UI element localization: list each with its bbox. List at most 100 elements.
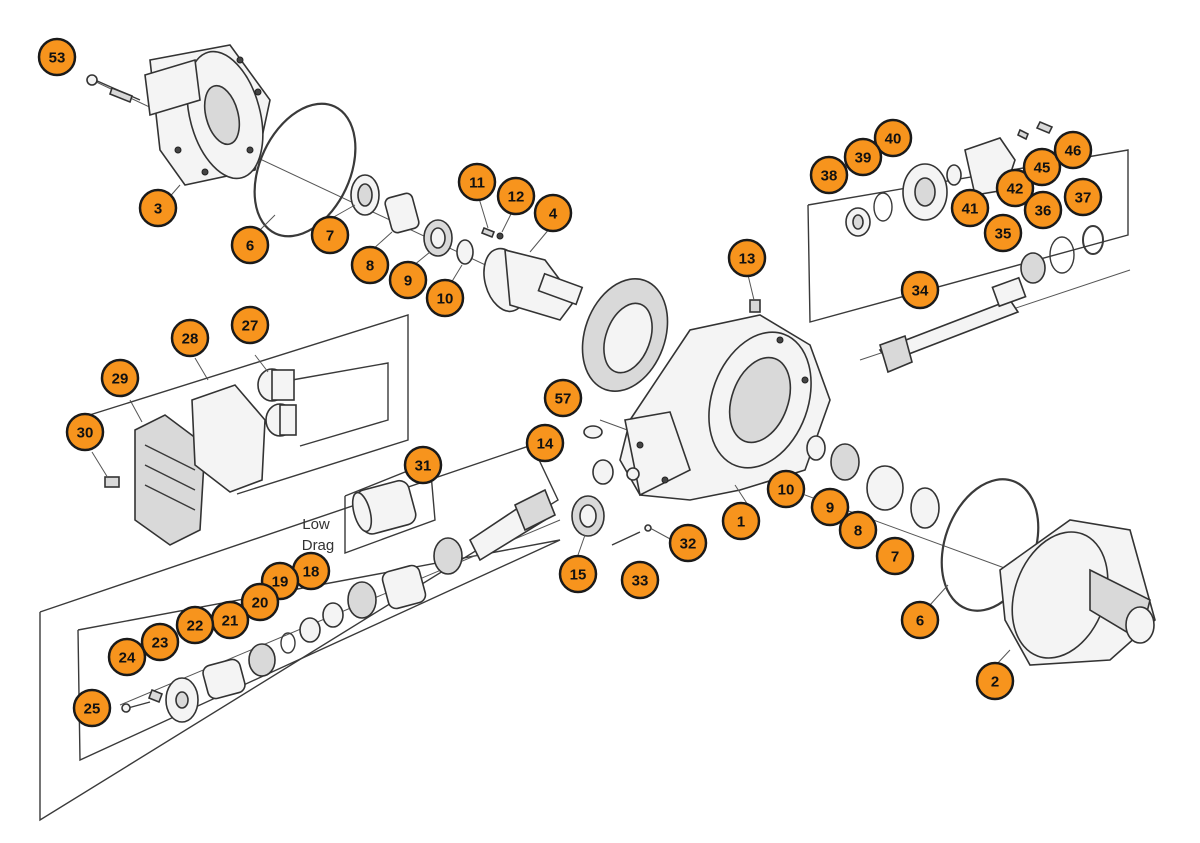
callout-number: 1 xyxy=(737,514,745,531)
callout-circle xyxy=(543,378,583,418)
callout-circle xyxy=(138,188,178,228)
callout-circle xyxy=(843,137,883,177)
callout-24: 24 xyxy=(107,637,147,677)
callout-41: 41 xyxy=(950,188,990,228)
callout-circle xyxy=(496,176,536,216)
callout-number: 41 xyxy=(962,201,979,218)
axle-housing xyxy=(619,299,831,501)
callout-number: 9 xyxy=(404,273,412,290)
callout-circle xyxy=(668,523,708,563)
axle-shaft xyxy=(878,225,1104,374)
callout-circle xyxy=(230,305,270,345)
lower-bearing-set xyxy=(121,617,321,723)
callout-18: 18 xyxy=(291,551,331,591)
callout-circle xyxy=(240,582,280,622)
callout-22: 22 xyxy=(175,605,215,645)
callout-33: 33 xyxy=(620,560,660,600)
callout-6: 6 xyxy=(900,600,940,640)
callout-14: 14 xyxy=(525,423,565,463)
callout-circle xyxy=(525,423,565,463)
callout-circle xyxy=(175,605,215,645)
callout-42: 42 xyxy=(995,168,1035,208)
callout-8: 8 xyxy=(350,245,390,285)
callout-number: 14 xyxy=(537,436,554,453)
callout-37: 37 xyxy=(1063,177,1103,217)
leader-lines xyxy=(91,184,1011,666)
callout-11: 11 xyxy=(457,162,497,202)
callout-45: 45 xyxy=(1022,147,1062,187)
callout-number: 21 xyxy=(222,613,239,630)
callout-circle xyxy=(170,318,210,358)
callout-number: 42 xyxy=(1007,181,1024,198)
carrier-cover-right xyxy=(999,519,1156,666)
callout-circle xyxy=(37,37,77,77)
callout-30: 30 xyxy=(65,412,105,452)
callout-3: 3 xyxy=(138,188,178,228)
callout-number: 3 xyxy=(154,201,162,218)
callout-31: 31 xyxy=(403,445,443,485)
callout-circle xyxy=(900,270,940,310)
callout-6: 6 xyxy=(230,225,270,265)
callout-number: 33 xyxy=(632,573,649,590)
callout-number: 19 xyxy=(272,574,289,591)
callout-circle xyxy=(72,688,112,728)
callout-number: 57 xyxy=(555,391,572,408)
callout-15: 15 xyxy=(558,554,598,594)
callout-number: 4 xyxy=(549,206,558,223)
callout-number: 6 xyxy=(916,613,924,630)
callout-number: 12 xyxy=(508,189,525,206)
pinion-shaft xyxy=(322,488,557,628)
callout-number: 53 xyxy=(49,50,66,67)
callout-number: 28 xyxy=(182,331,199,348)
callout-number: 22 xyxy=(187,618,204,635)
callout-number: 34 xyxy=(912,283,929,300)
callout-circle xyxy=(873,118,913,158)
callout-number: 25 xyxy=(84,701,101,718)
o-ring-upper xyxy=(253,102,357,238)
bearing-set-upper xyxy=(350,174,474,265)
callout-circle xyxy=(620,560,660,600)
sleeve-low-drag xyxy=(351,479,417,535)
callout-number: 32 xyxy=(680,536,697,553)
callout-circle xyxy=(558,554,598,594)
callout-circle xyxy=(310,215,350,255)
callout-circle xyxy=(403,445,443,485)
callout-circle xyxy=(766,469,806,509)
callout-number: 9 xyxy=(826,500,834,517)
callout-39: 39 xyxy=(843,137,883,177)
callout-number: 10 xyxy=(778,482,795,499)
callout-number: 40 xyxy=(885,131,902,148)
callout-9: 9 xyxy=(388,260,428,300)
callout-number: 37 xyxy=(1075,190,1092,207)
callout-number: 23 xyxy=(152,635,169,652)
callout-28: 28 xyxy=(170,318,210,358)
callout-circle xyxy=(425,278,465,318)
callout-circle xyxy=(388,260,428,300)
carrier-cover-left xyxy=(86,44,271,186)
callout-number: 38 xyxy=(821,168,838,185)
callout-circle xyxy=(838,510,878,550)
callout-number: 8 xyxy=(854,523,862,540)
callout-21: 21 xyxy=(210,600,250,640)
low-drag-label-line1: Low xyxy=(302,516,330,533)
callout-circle xyxy=(457,162,497,202)
callout-circle xyxy=(950,188,990,228)
callouts: 5336789101112413403938414245463736353428… xyxy=(37,37,1103,728)
callout-circle xyxy=(995,168,1035,208)
callout-circle xyxy=(230,225,270,265)
callout-20: 20 xyxy=(240,582,280,622)
callout-circle xyxy=(1053,130,1093,170)
callout-35: 35 xyxy=(983,213,1023,253)
callout-number: 27 xyxy=(242,318,259,335)
callout-number: 39 xyxy=(855,150,872,167)
callout-number: 10 xyxy=(437,291,454,308)
callout-number: 13 xyxy=(739,251,756,268)
callout-number: 20 xyxy=(252,595,269,612)
bearing-set-right xyxy=(806,435,940,529)
callout-7: 7 xyxy=(875,536,915,576)
callout-2: 2 xyxy=(975,661,1015,701)
callout-27: 27 xyxy=(230,305,270,345)
callout-38: 38 xyxy=(809,155,849,195)
callout-number: 7 xyxy=(326,228,334,245)
callout-1: 1 xyxy=(721,501,761,541)
